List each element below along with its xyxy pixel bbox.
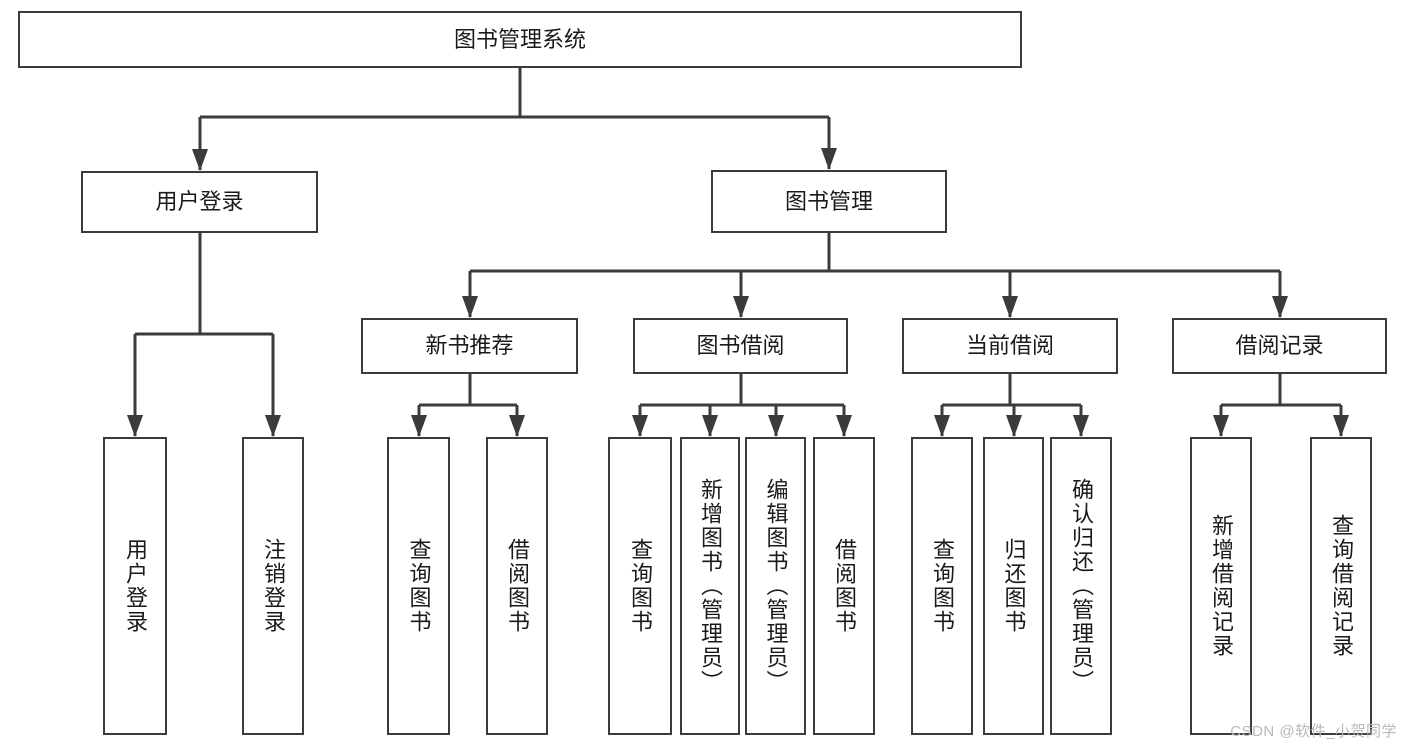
- node-label: 查询借阅记录: [1329, 514, 1354, 658]
- arrowhead-icon: [733, 296, 749, 318]
- node-label: 归还图书: [1001, 538, 1027, 634]
- arrowhead-icon: [462, 296, 478, 318]
- node-label: 用户登录: [155, 189, 244, 215]
- node-label: 编辑图书（管理员）: [763, 478, 789, 694]
- node-leaf-1[interactable]: 用户登录: [103, 437, 167, 735]
- node-label: 借阅图书: [832, 538, 857, 634]
- arrowhead-icon: [265, 415, 281, 437]
- arrowhead-icon: [1006, 415, 1022, 437]
- node-label: 查询图书: [930, 538, 955, 634]
- arrowhead-icon: [632, 415, 648, 437]
- node-leaf-4[interactable]: 借阅图书: [486, 437, 548, 735]
- node-label: 确认归还（管理员）: [1069, 478, 1094, 694]
- node-borrow[interactable]: 图书借阅: [633, 318, 848, 374]
- node-bookmgr[interactable]: 图书管理: [711, 170, 947, 233]
- node-label: 查询图书: [406, 538, 432, 634]
- node-label: 图书管理系统: [453, 26, 586, 52]
- arrowhead-icon: [127, 415, 143, 437]
- arrowhead-icon: [836, 415, 852, 437]
- arrowhead-icon: [509, 415, 525, 437]
- node-records[interactable]: 借阅记录: [1172, 318, 1387, 374]
- node-label: 用户登录: [123, 538, 148, 634]
- arrowhead-icon: [821, 148, 837, 170]
- node-label: 图书管理: [784, 188, 873, 214]
- arrowhead-icon: [702, 415, 718, 437]
- arrowhead-icon: [411, 415, 427, 437]
- node-label: 借阅记录: [1235, 333, 1324, 359]
- node-leaf-10[interactable]: 归还图书: [983, 437, 1044, 735]
- node-leaf-9[interactable]: 查询图书: [911, 437, 973, 735]
- node-label: 注销登录: [261, 538, 286, 634]
- node-leaf-13[interactable]: 查询借阅记录: [1310, 437, 1372, 735]
- node-leaf-3[interactable]: 查询图书: [387, 437, 450, 735]
- arrowhead-icon: [1073, 415, 1089, 437]
- node-leaf-8[interactable]: 借阅图书: [813, 437, 875, 735]
- node-leaf-11[interactable]: 确认归还（管理员）: [1050, 437, 1112, 735]
- node-label: 图书借阅: [696, 333, 785, 359]
- node-label: 新书推荐: [425, 333, 514, 359]
- arrowhead-icon: [1272, 296, 1288, 318]
- node-label: 新增借阅记录: [1209, 514, 1234, 658]
- arrowhead-icon: [1333, 415, 1349, 437]
- node-leaf-2[interactable]: 注销登录: [242, 437, 304, 735]
- node-root[interactable]: 图书管理系统: [18, 11, 1022, 68]
- arrowhead-icon: [1002, 296, 1018, 318]
- node-leaf-5[interactable]: 查询图书: [608, 437, 672, 735]
- arrowhead-icon: [1213, 415, 1229, 437]
- node-label: 新增图书（管理员）: [698, 478, 723, 694]
- node-newbook[interactable]: 新书推荐: [361, 318, 578, 374]
- node-current[interactable]: 当前借阅: [902, 318, 1118, 374]
- node-leaf-7[interactable]: 编辑图书（管理员）: [745, 437, 806, 735]
- arrowhead-icon: [192, 149, 208, 171]
- node-label: 借阅图书: [505, 538, 530, 634]
- arrowhead-icon: [768, 415, 784, 437]
- node-leaf-12[interactable]: 新增借阅记录: [1190, 437, 1252, 735]
- node-login[interactable]: 用户登录: [81, 171, 318, 233]
- node-label: 当前借阅: [965, 333, 1054, 359]
- node-leaf-6[interactable]: 新增图书（管理员）: [680, 437, 740, 735]
- arrowhead-icon: [934, 415, 950, 437]
- node-label: 查询图书: [628, 538, 653, 634]
